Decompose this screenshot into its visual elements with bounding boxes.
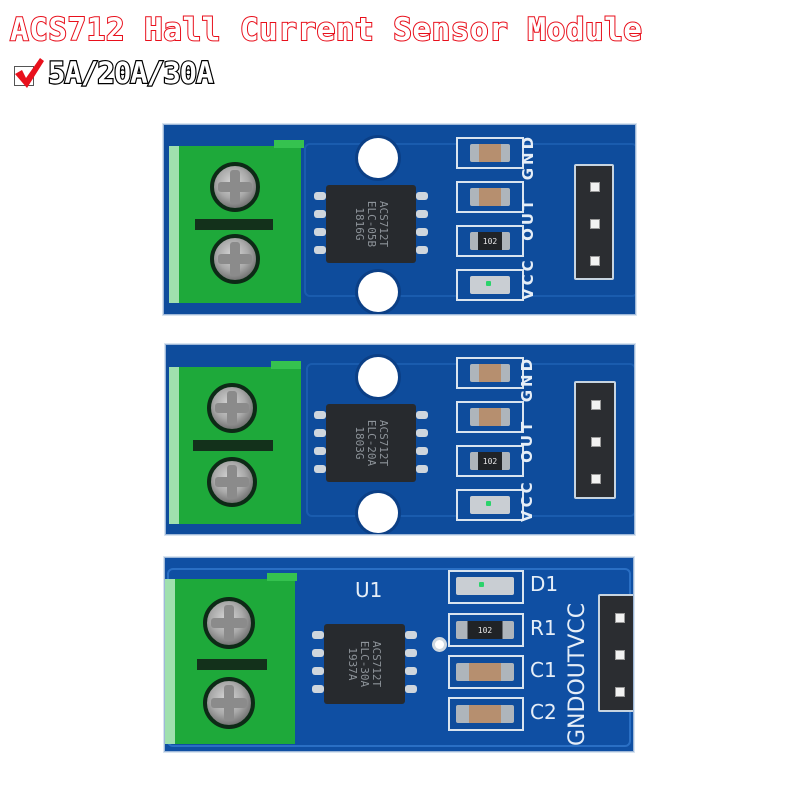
current-variants: 5A/20A/30A: [47, 55, 215, 91]
terminal-screw[interactable]: [207, 383, 257, 433]
capacitor-c2: [456, 705, 514, 723]
capacitor: [470, 188, 510, 206]
sensor-board-20a: ACS712T ELC-20A 1803G 102 VCC OUT GND: [165, 344, 635, 535]
red-checkmark-icon: [14, 58, 44, 88]
screw-terminal: [169, 361, 301, 524]
sensor-board-30a: U1 ACS712T ELC-30A 1937A D1 102 R1 C1 C2…: [164, 557, 634, 752]
ref-r1: R1: [530, 616, 557, 640]
pin-label-vcc: VCC: [565, 602, 590, 649]
screw-terminal: [169, 140, 304, 303]
power-led: [470, 276, 510, 294]
pin-label-vcc: VCC: [518, 479, 536, 522]
ref-c2: C2: [530, 700, 557, 724]
pin-label-gnd: GND: [565, 695, 590, 746]
mounting-hole: [358, 138, 398, 178]
terminal-screw[interactable]: [207, 457, 257, 507]
mounting-hole: [358, 493, 398, 533]
terminal-screw[interactable]: [203, 677, 255, 729]
variants-row: 5A/20A/30A: [14, 55, 215, 91]
mounting-hole: [358, 272, 398, 312]
ref-u1: U1: [355, 578, 383, 602]
pin-header[interactable]: [574, 381, 616, 499]
resistor: 102: [470, 232, 510, 250]
acs712-chip: ACS712T ELC-05B 1816G: [326, 185, 416, 263]
capacitor-c1: [456, 663, 514, 681]
capacitor: [470, 408, 510, 426]
pin-label-out: OUT: [518, 418, 536, 463]
ref-c1: C1: [530, 658, 557, 682]
sensor-board-5a: ACS712T ELC-05B 1816G 102 VCC OUT GND: [163, 124, 636, 315]
product-title: ACS712 Hall Current Sensor Module: [9, 11, 643, 49]
terminal-screw[interactable]: [203, 597, 255, 649]
ref-d1: D1: [530, 572, 559, 596]
power-led: [470, 496, 510, 514]
pin-label-gnd: GND: [519, 133, 537, 181]
via-hole: [435, 640, 444, 649]
capacitor: [470, 144, 510, 162]
led-d1: [456, 577, 514, 595]
pin-header[interactable]: [574, 164, 614, 280]
resistor: 102: [470, 452, 510, 470]
acs712-chip: ACS712T ELC-20A 1803G: [326, 404, 416, 482]
terminal-screw[interactable]: [210, 234, 260, 284]
pin-header[interactable]: [598, 594, 633, 712]
capacitor: [470, 364, 510, 382]
acs712-chip: ACS712T ELC-30A 1937A: [324, 624, 405, 704]
mounting-hole: [358, 357, 398, 397]
screw-terminal: [165, 573, 297, 744]
terminal-screw[interactable]: [210, 162, 260, 212]
pin-label-out: OUT: [519, 196, 537, 241]
resistor-r1: 102: [456, 621, 514, 639]
pin-label-vcc: VCC: [519, 257, 537, 300]
pin-label-gnd: GND: [518, 355, 536, 403]
pin-label-out: OUT: [565, 648, 590, 696]
